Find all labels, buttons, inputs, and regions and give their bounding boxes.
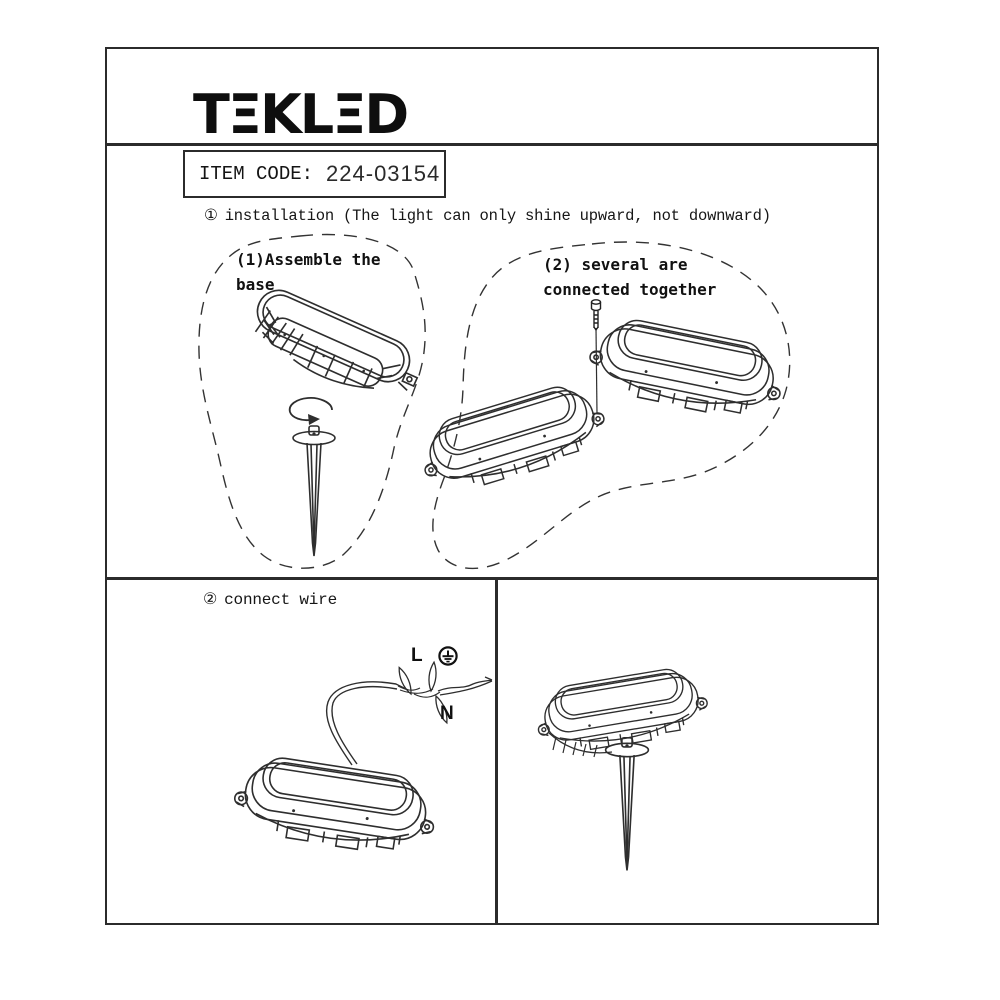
step1-title: installation (The light can only shine u… [224,207,771,225]
connect-together-blob-outline [432,241,791,570]
base-housing-drawing [241,282,429,413]
supply-wire-drawing [326,681,409,766]
stripped-wire-ends-drawing [395,661,493,725]
screw-alignment-line [595,327,598,415]
section-divider-horizontal [105,577,879,580]
live-terminal-label: L [411,645,423,666]
step2-heading: ② connect wire [203,589,337,609]
section-divider-vertical [495,577,498,924]
rotate-arrow-icon [288,396,333,426]
assemble-base-blob-outline [198,233,426,569]
step1-number: ① [204,207,218,225]
fixture-wiring-drawing [229,750,442,862]
neutral-terminal-label: N [440,703,454,724]
connect-together-caption: (2) several are connected together [543,252,716,302]
brand-logo: TΞKLΞD [193,83,409,146]
assemble-base-caption: (1)Assemble the base [236,247,381,297]
diagram-canvas [198,233,791,872]
installed-spike-drawing [604,736,650,872]
assemble-base-caption-line2: base [236,275,275,294]
step2-title: connect wire [224,591,337,609]
item-code-value: 224-03154 [326,161,441,186]
ground-spike-drawing [292,425,336,557]
fixture-upper-right-drawing [583,311,790,427]
item-code-box: ITEM CODE: 224-03154 [183,150,446,198]
connect-together-caption-line2: connected together [543,280,717,299]
header-divider [105,143,879,146]
screw-drawing [590,299,602,331]
fixture-underside-ribs [548,732,613,758]
item-code-label: ITEM CODE: [199,163,314,185]
connect-together-caption-line1: (2) several are [543,255,688,274]
step2-number: ② [203,591,218,609]
earth-ground-icon [438,646,458,666]
step1-heading: ① installation (The light can only shine … [204,206,771,225]
assemble-base-caption-line1: (1)Assemble the [236,250,381,269]
